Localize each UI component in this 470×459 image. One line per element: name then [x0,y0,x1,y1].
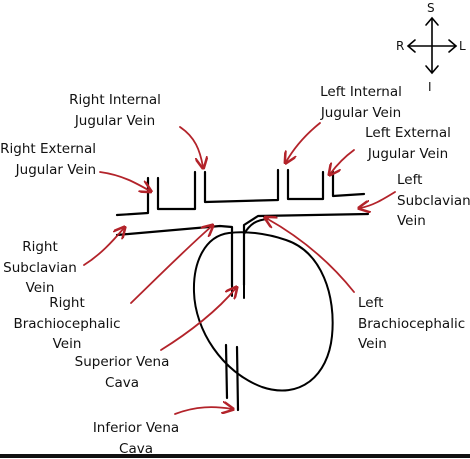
label-right-internal-jugular-vein: Right Internal Jugular Vein [50,90,180,131]
label-line: Right Internal [50,90,180,111]
arrow-left-internal-jugular [286,123,320,162]
label-superior-vena-cava: Superior Vena Cava [60,352,184,393]
label-inferior-vena-cava: Inferior Vena Cava [78,418,194,459]
right-neck-veins-outline [117,170,364,215]
label-line: Left [358,293,468,314]
label-line: Subclavian [0,258,80,279]
label-line: Jugular Vein [50,111,180,132]
ivc-right-wall [237,347,238,410]
compass-left-label: L [459,40,466,52]
arrow-left-subclavian [360,192,395,208]
brachiocephalic-lower-outline [117,214,368,286]
bottom-border [0,454,470,458]
arrow-right-external-jugular [100,172,150,191]
left-brachiocephalic-inner-edge [244,219,268,298]
label-right-external-jugular-vein: Right External Jugular Vein [0,139,96,180]
label-line: Left [397,170,469,191]
arrow-right-brachiocephalic [131,226,212,303]
label-left-subclavian-vein: Left Subclavian Vein [397,170,469,232]
compass-superior-label: S [427,2,435,14]
label-line: Brachiocephalic [6,314,128,335]
label-line: Subclavian [397,191,469,212]
label-line: Left Internal [300,82,422,103]
arrow-inferior-vena-cava [175,407,232,414]
compass-inferior-label: I [428,81,432,93]
label-line: Inferior Vena [78,418,194,439]
label-left-external-jugular-vein: Left External Jugular Vein [348,123,468,164]
label-right-subclavian-vein: Right Subclavian Vein [0,237,80,299]
label-line: Jugular Vein [0,160,96,181]
label-line: Vein [397,211,469,232]
label-left-internal-jugular-vein: Left Internal Jugular Vein [300,82,422,123]
compass-rose [408,18,456,73]
label-line: Left External [348,123,468,144]
label-right-brachiocephalic-vein: Right Brachiocephalic Vein [6,293,128,355]
label-line: Right [0,237,80,258]
ivc-left-wall [226,345,227,398]
label-line: Vein [358,334,468,355]
label-line: Brachiocephalic [358,314,468,335]
label-left-brachiocephalic-vein: Left Brachiocephalic Vein [358,293,468,355]
arrow-right-subclavian [84,228,124,265]
label-line: Jugular Vein [348,144,468,165]
label-line: Right [6,293,128,314]
label-line: Jugular Vein [300,103,422,124]
label-line: Cava [60,373,184,394]
compass-right-label: R [396,40,404,52]
label-line: Superior Vena [60,352,184,373]
label-line: Right External [0,139,96,160]
arrow-right-internal-jugular [180,127,203,167]
